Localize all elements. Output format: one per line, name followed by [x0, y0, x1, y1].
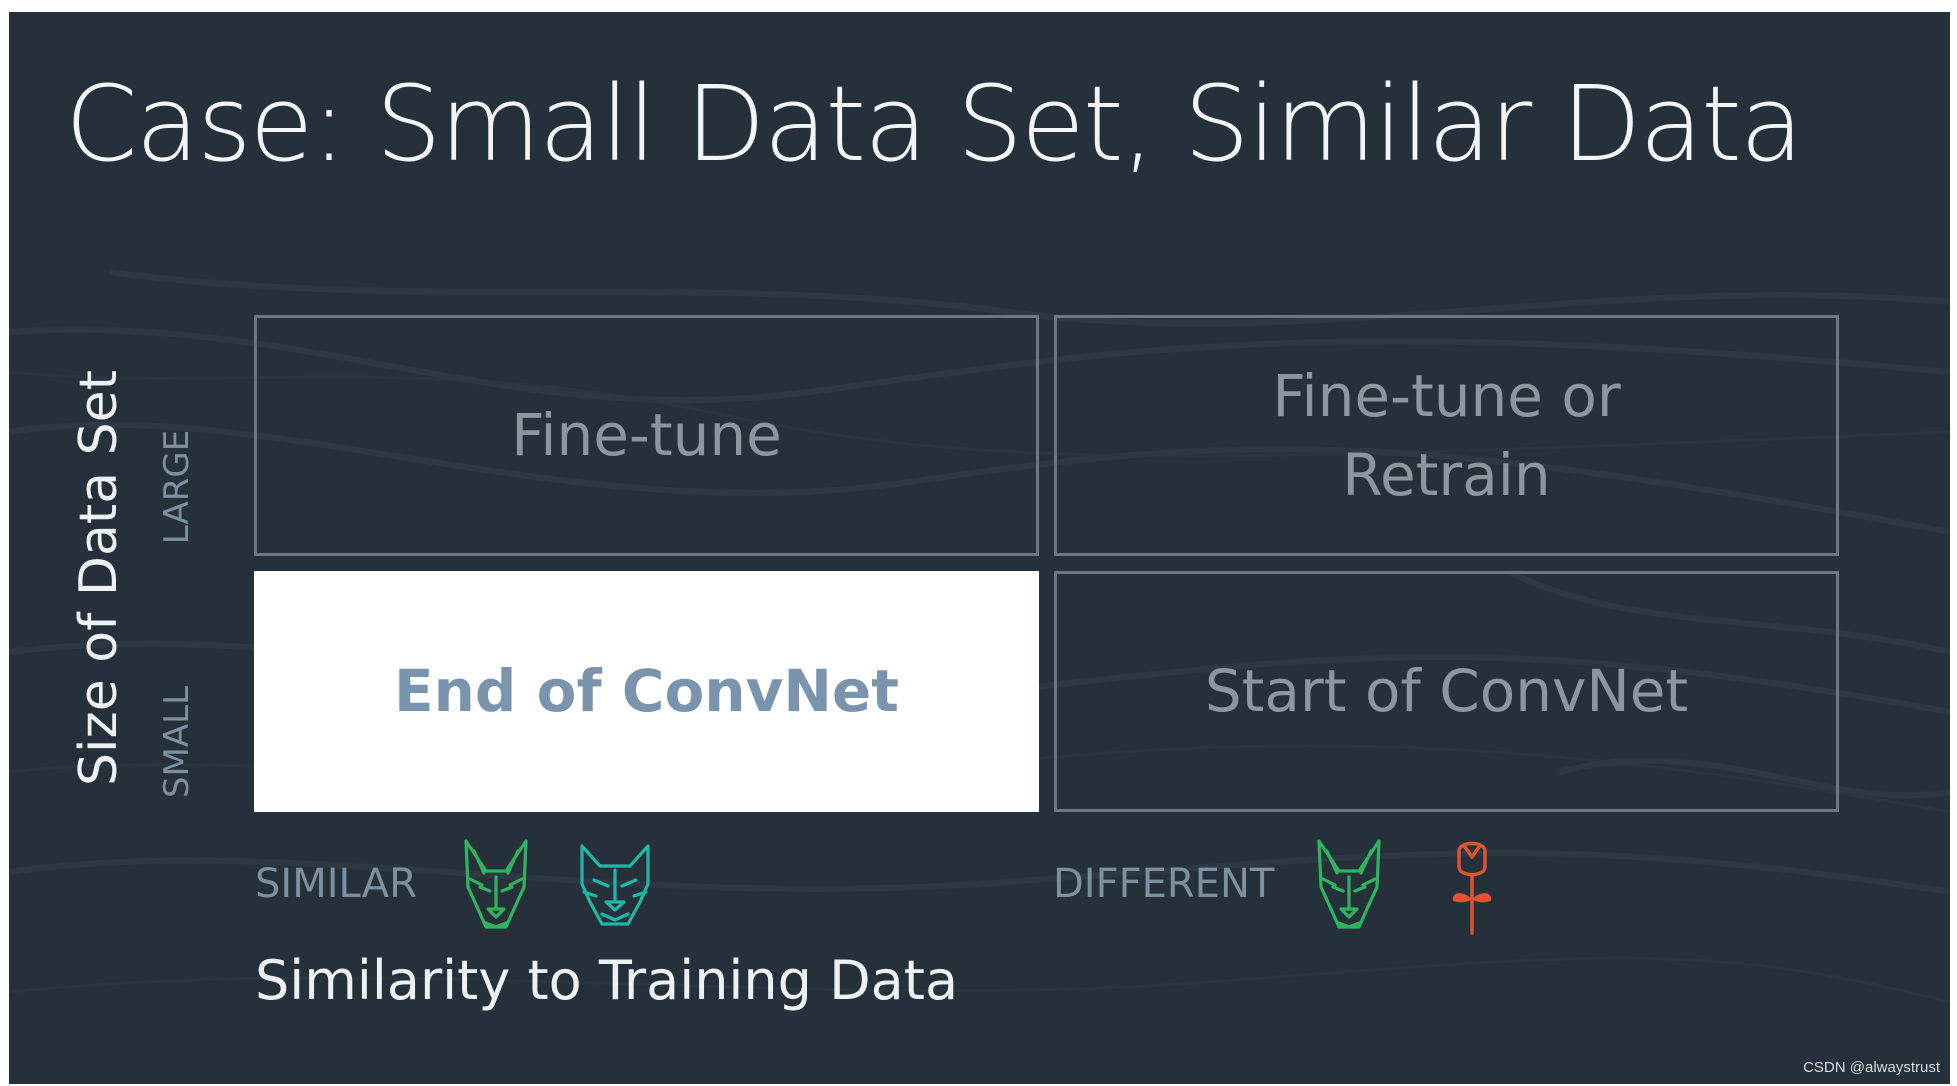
cell-large-different: Fine-tune or Retrain: [1054, 315, 1839, 556]
dog-icon: [464, 839, 528, 929]
cell-text-line-2: Retrain: [1342, 440, 1551, 509]
y-axis-label: Size of Data Set: [69, 370, 129, 786]
col-label-similar: SIMILAR: [255, 861, 417, 907]
cell-large-similar: Fine-tune: [254, 315, 1039, 556]
cell-text: Start of ConvNet: [1204, 657, 1689, 726]
slide: Case: Small Data Set, Similar Data Size …: [9, 12, 1950, 1084]
cell-text: End of ConvNet: [393, 657, 899, 726]
wolf-icon: [580, 844, 650, 926]
dog-icon: [1317, 839, 1381, 929]
watermark: CSDN @alwaystrust: [1803, 1059, 1940, 1076]
cell-text: Fine-tune: [511, 401, 782, 470]
slide-title: Case: Small Data Set, Similar Data: [65, 63, 1804, 185]
x-axis-label: Similarity to Training Data: [255, 949, 959, 1012]
col-label-different: DIFFERENT: [1053, 861, 1275, 907]
cell-text-line-1: Fine-tune or: [1272, 362, 1621, 431]
row-label-large: LARGE: [157, 429, 197, 545]
cell-small-similar-highlighted: End of ConvNet: [254, 571, 1039, 812]
cell-small-different: Start of ConvNet: [1054, 571, 1839, 812]
rose-icon: [1452, 841, 1492, 935]
row-label-small: SMALL: [157, 685, 197, 799]
